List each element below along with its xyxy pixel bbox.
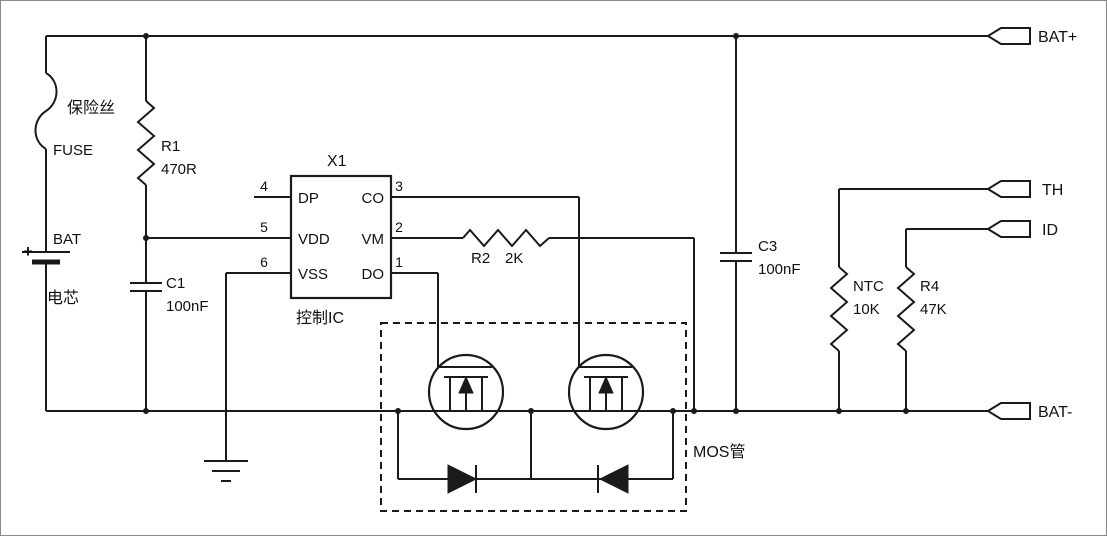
connector-bat-minus	[986, 402, 1031, 420]
battery-plus-sign: +	[23, 242, 33, 261]
mos-cn-label: MOS管	[693, 443, 745, 461]
id-label: ID	[1042, 222, 1058, 239]
r2-branch: R2 2K	[462, 228, 695, 411]
connectors: BAT+ TH ID BAT-	[839, 27, 1077, 421]
bat-plus-label: BAT+	[1038, 29, 1077, 46]
th-label: TH	[1042, 182, 1063, 199]
r1-value-label: 470R	[161, 161, 197, 178]
cell-cn-label: 电芯	[47, 289, 79, 307]
mosfet-2-arrow	[598, 375, 614, 394]
ntc-branch: NTC 10K	[829, 189, 884, 411]
junction-dot	[143, 235, 149, 241]
connector-th	[986, 180, 1031, 198]
r4-resistor-symbol	[896, 266, 916, 352]
pin-num-1: 1	[395, 254, 403, 270]
mosfet-1	[427, 353, 505, 431]
pin-num-4: 4	[260, 178, 268, 194]
c1-value-label: 100nF	[166, 298, 209, 315]
c3-branch: C3 100nF	[720, 36, 801, 411]
junction-dot	[733, 33, 739, 39]
battery-label: BAT	[53, 231, 81, 248]
r1-ref-label: R1	[161, 138, 180, 155]
fuse-symbol	[34, 72, 58, 150]
power-rails	[46, 35, 988, 412]
bat-minus-label: BAT-	[1038, 404, 1072, 421]
junction-dot	[395, 408, 401, 414]
junction-dot	[528, 408, 534, 414]
junction-dot	[733, 408, 739, 414]
ground-symbol	[204, 273, 248, 482]
pin-num-3: 3	[395, 178, 403, 194]
body-diodes	[397, 411, 674, 494]
junction-dot	[691, 408, 697, 414]
fuse-cn-label: 保险丝	[67, 99, 115, 117]
r4-ref-label: R4	[920, 278, 939, 295]
junction-dot	[143, 33, 149, 39]
junction-dot	[836, 408, 842, 414]
junction-dots	[143, 33, 909, 414]
mosfet-1-body	[427, 353, 505, 431]
pin-name-dp: DP	[298, 190, 319, 207]
c3-value-label: 100nF	[758, 261, 801, 278]
mosfet-2-body	[567, 353, 645, 431]
pin-name-vss: VSS	[298, 266, 328, 283]
r1-branch: R1 470R	[136, 36, 291, 239]
mosfet-2	[567, 353, 645, 431]
connector-id	[986, 220, 1031, 238]
r4-value-label: 47K	[920, 301, 947, 318]
r2-value-label: 2K	[505, 250, 523, 267]
pin-name-co: CO	[362, 190, 385, 207]
c1-ref-label: C1	[166, 275, 185, 292]
c1-branch: C1 100nF	[130, 238, 209, 411]
r2-ref-label: R2	[471, 250, 490, 267]
junction-dot	[143, 408, 149, 414]
ic-x1: X1 DP VDD VSS CO VM DO 4 5 6 3 2 1 控制IC	[226, 153, 580, 367]
diode-2-symbol	[598, 464, 629, 494]
mosfet-1-arrow	[458, 375, 474, 394]
pin-name-vdd: VDD	[298, 231, 330, 248]
control-ic-cn-label: 控制IC	[296, 309, 344, 327]
r1-resistor-symbol	[136, 100, 156, 186]
battery-branch: 保险丝 FUSE BAT + 电芯	[22, 36, 115, 411]
r2-resistor-symbol	[462, 228, 550, 248]
pin-name-vm: VM	[362, 231, 385, 248]
pin-name-do: DO	[362, 266, 385, 283]
r4-branch: R4 47K	[896, 229, 947, 411]
ntc-resistor-symbol	[829, 266, 849, 352]
ntc-value-label: 10K	[853, 301, 880, 318]
ntc-ref-label: NTC	[853, 278, 884, 295]
pin-num-2: 2	[395, 219, 403, 235]
c3-ref-label: C3	[758, 238, 777, 255]
mosfet-pair: MOS管	[380, 322, 745, 512]
diode-1-symbol	[447, 464, 478, 494]
mos-dashed-box	[380, 322, 687, 512]
pin-num-6: 6	[260, 254, 268, 270]
connector-bat-plus	[986, 27, 1031, 45]
ic-ref-label: X1	[327, 153, 347, 170]
junction-dot	[903, 408, 909, 414]
pin-num-5: 5	[260, 219, 268, 235]
fuse-label: FUSE	[53, 142, 93, 159]
junction-dot	[670, 408, 676, 414]
